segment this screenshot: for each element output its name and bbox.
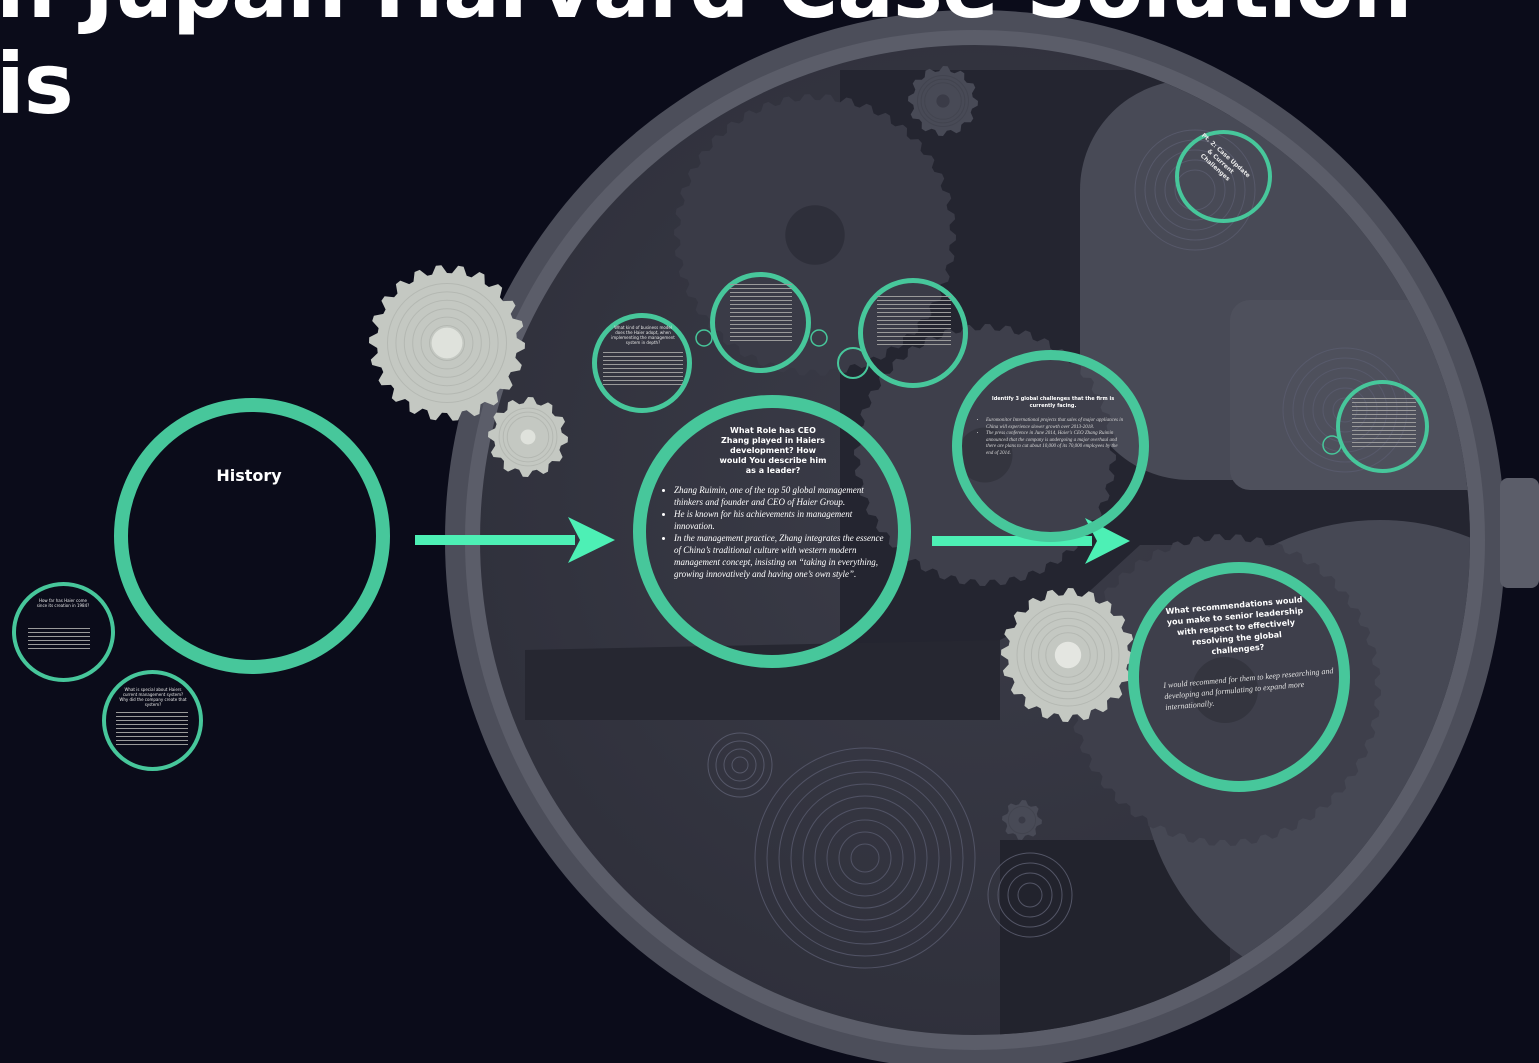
- page-title-line-1: n Jupan Harvard Case Solution: [0, 0, 1412, 36]
- challenges-frame[interactable]: [952, 350, 1149, 542]
- case-update-frame[interactable]: [1175, 130, 1272, 223]
- right-small-frame[interactable]: [1336, 380, 1429, 473]
- gear: [1001, 588, 1135, 722]
- ceo-question: What Role has CEO Zhang played in Haiers…: [719, 426, 827, 475]
- ring-disc-small: [707, 732, 773, 798]
- mid-top-body: [730, 284, 792, 344]
- link-ring[interactable]: [810, 329, 828, 347]
- ceo-bullet: He is known for his achievements in mana…: [674, 508, 884, 532]
- ceo-bullet: Zhang Ruimin, one of the top 50 global m…: [674, 484, 884, 508]
- ring-disc-bottom: [754, 747, 976, 969]
- right-top-frame[interactable]: [858, 278, 968, 388]
- kind-leader-body: [603, 352, 683, 386]
- special-body: [116, 712, 188, 748]
- right-small-body: [1352, 398, 1416, 450]
- how-far-frame[interactable]: [12, 582, 115, 682]
- page-title-line-2: is: [0, 35, 74, 133]
- ceo-bullets: Zhang Ruimin, one of the top 50 global m…: [664, 484, 884, 580]
- gear: [908, 66, 978, 136]
- page-title: n Jupan Harvard Case Solution is: [0, 0, 1412, 133]
- right-top-body: [877, 296, 951, 348]
- challenges-bullet: The press conference in June 2014, Haier…: [986, 431, 1126, 457]
- challenges-bullets: Euromonitor International projects that …: [976, 418, 1126, 457]
- special-question: What is special about Haiers current man…: [119, 687, 187, 707]
- history-label: History: [216, 466, 282, 485]
- challenges-question: Identify 3 global challenges that the fi…: [991, 396, 1115, 409]
- arrow-history-to-ceo: [415, 517, 615, 563]
- recommend-frame[interactable]: [1128, 562, 1350, 792]
- how-far-question: How far has Haier come since its creatio…: [36, 598, 90, 608]
- special-frame[interactable]: [102, 670, 203, 771]
- gear: [369, 265, 525, 421]
- gear: [488, 397, 568, 477]
- mid-top-frame[interactable]: [710, 272, 811, 373]
- ceo-bullet: In the management practice, Zhang integr…: [674, 532, 884, 580]
- kind-leader-question: What kind of business model does the Hai…: [611, 325, 675, 345]
- machine-shape-bar: [525, 640, 1000, 720]
- kind-leader-frame[interactable]: [592, 313, 692, 413]
- lens-knob: [1500, 478, 1539, 588]
- ring-disc-lower: [987, 852, 1073, 938]
- challenges-bullet: Euromonitor International projects that …: [986, 418, 1126, 431]
- how-far-body: [28, 628, 90, 650]
- gear: [1002, 800, 1042, 840]
- history-frame[interactable]: [114, 398, 390, 674]
